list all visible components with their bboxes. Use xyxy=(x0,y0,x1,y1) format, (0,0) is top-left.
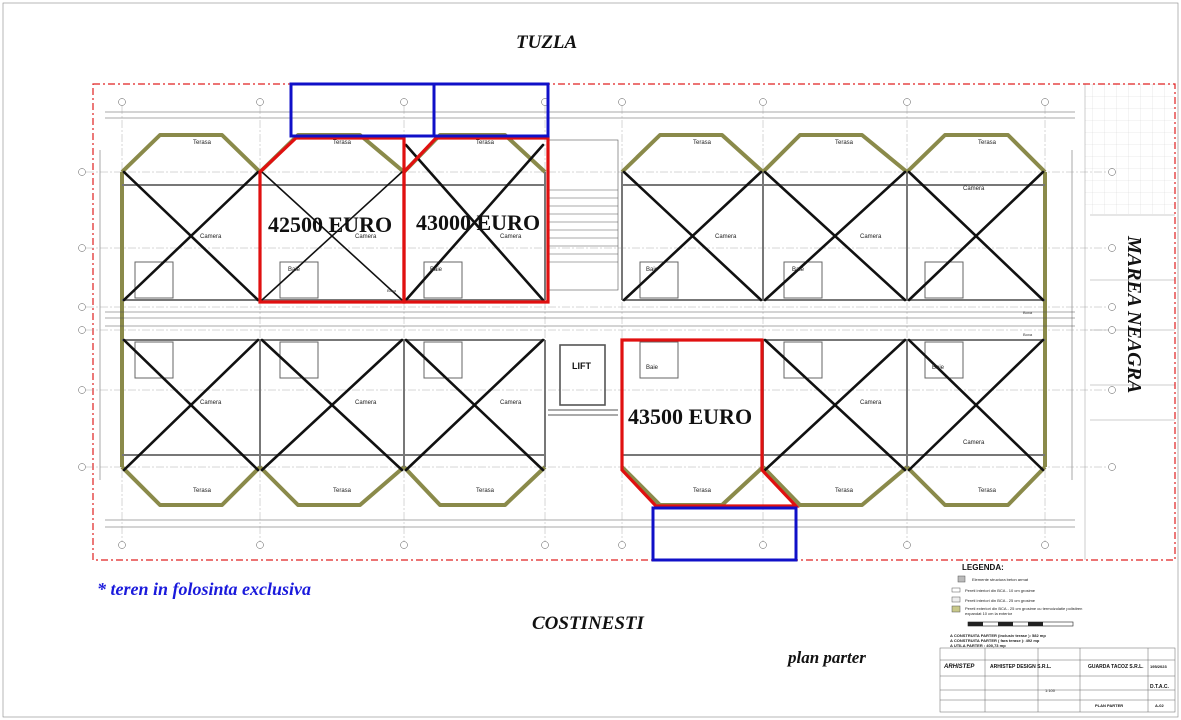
area-usable: A UTILA PARTER : 400,73 mp xyxy=(950,643,1006,648)
room-baie: Baie xyxy=(288,267,301,273)
room-terasa: Terasa xyxy=(978,140,997,146)
grid-hatch xyxy=(1085,84,1175,214)
legend-item: Pereti exteriori din BCA - 25 cm grosime… xyxy=(965,606,1083,616)
room-terasa: Terasa xyxy=(333,488,352,494)
room-camera: Camera xyxy=(860,400,882,406)
room-camera: Camera xyxy=(355,400,377,406)
south-label: COSTINESTI xyxy=(532,613,644,634)
east-label: MAREA NEAGRA xyxy=(1123,236,1145,394)
title-project-no: 195/2023 xyxy=(1150,664,1167,669)
room-camera: Camera xyxy=(200,234,222,240)
area-constructed: A CONSTRUITA PARTER (inclusiv terase ): … xyxy=(950,633,1046,638)
lift-label: LIFT xyxy=(572,361,591,371)
room-camera: Camera xyxy=(860,234,882,240)
room-terasa: Terasa xyxy=(693,140,712,146)
room-baie: Baie xyxy=(932,365,945,371)
exclusive-land-3 xyxy=(651,506,798,562)
room-baie: Baie xyxy=(646,365,659,371)
room-camera: Camera xyxy=(963,186,985,192)
property-line xyxy=(92,83,1176,561)
room-camera: Camera xyxy=(500,234,522,240)
legend-item: Pereti interiori din BCA - 25 cm grosime xyxy=(965,598,1036,603)
title-sheet: A-02 xyxy=(1155,703,1164,708)
title-company: ARHISTEP DESIGN S.R.L. xyxy=(990,664,1052,670)
room-baie: Baie xyxy=(792,267,805,273)
room-terasa: Terasa xyxy=(476,488,495,494)
room-terasa: Terasa xyxy=(835,488,854,494)
room-camera: Camera xyxy=(355,234,377,240)
title-phase: D.T.A.C. xyxy=(1150,684,1169,690)
exclusive-land-2 xyxy=(432,82,550,138)
price-unit-c: 43500 EURO xyxy=(628,404,753,429)
room-baie: Baie xyxy=(430,267,443,273)
room-camera: Camera xyxy=(500,400,522,406)
room-terasa: Terasa xyxy=(693,488,712,494)
room-terasa: Terasa xyxy=(193,140,212,146)
title-client: GUARDA TACOZ S.R.L. xyxy=(1088,664,1144,670)
room-terasa: Terasa xyxy=(193,488,212,494)
legend-item: Elemente structura beton armat xyxy=(972,577,1029,582)
exclusive-land-1 xyxy=(289,82,436,138)
room-baie: Baie xyxy=(646,267,659,273)
title-scale: 1:100 xyxy=(1045,688,1056,693)
room-camera: Camera xyxy=(200,400,222,406)
room-boxa: Boxa xyxy=(387,288,397,293)
unit-outline-43500 xyxy=(620,338,800,508)
room-boxa: Boxa xyxy=(1023,332,1033,337)
room-terasa: Terasa xyxy=(978,488,997,494)
area-constructed-no-terrace: A CONSTRUITA PARTER ( fara terase ): 492… xyxy=(950,638,1040,643)
title-drawing: PLAN PARTER xyxy=(1095,703,1124,708)
room-camera: Camera xyxy=(963,440,985,446)
room-terasa: Terasa xyxy=(476,140,495,146)
price-unit-a: 42500 EURO xyxy=(268,212,393,237)
room-camera: Camera xyxy=(715,234,737,240)
room-boxa: Boxa xyxy=(1023,310,1033,315)
legend-title: LEGENDA: xyxy=(962,563,1004,572)
plan-name: plan parter xyxy=(788,648,866,667)
unit-outline-43000 xyxy=(402,136,550,304)
north-label: TUZLA xyxy=(516,32,578,53)
title-brand: ARHISTEP xyxy=(944,664,975,670)
room-terasa: Terasa xyxy=(835,140,854,146)
exclusive-land-note: * teren in folosinta exclusiva xyxy=(97,579,312,599)
legend-item: Pereti interiori din BCA - 10 cm grosime xyxy=(965,588,1036,593)
price-unit-b: 43000 EURO xyxy=(416,210,541,235)
room-terasa: Terasa xyxy=(333,140,352,146)
